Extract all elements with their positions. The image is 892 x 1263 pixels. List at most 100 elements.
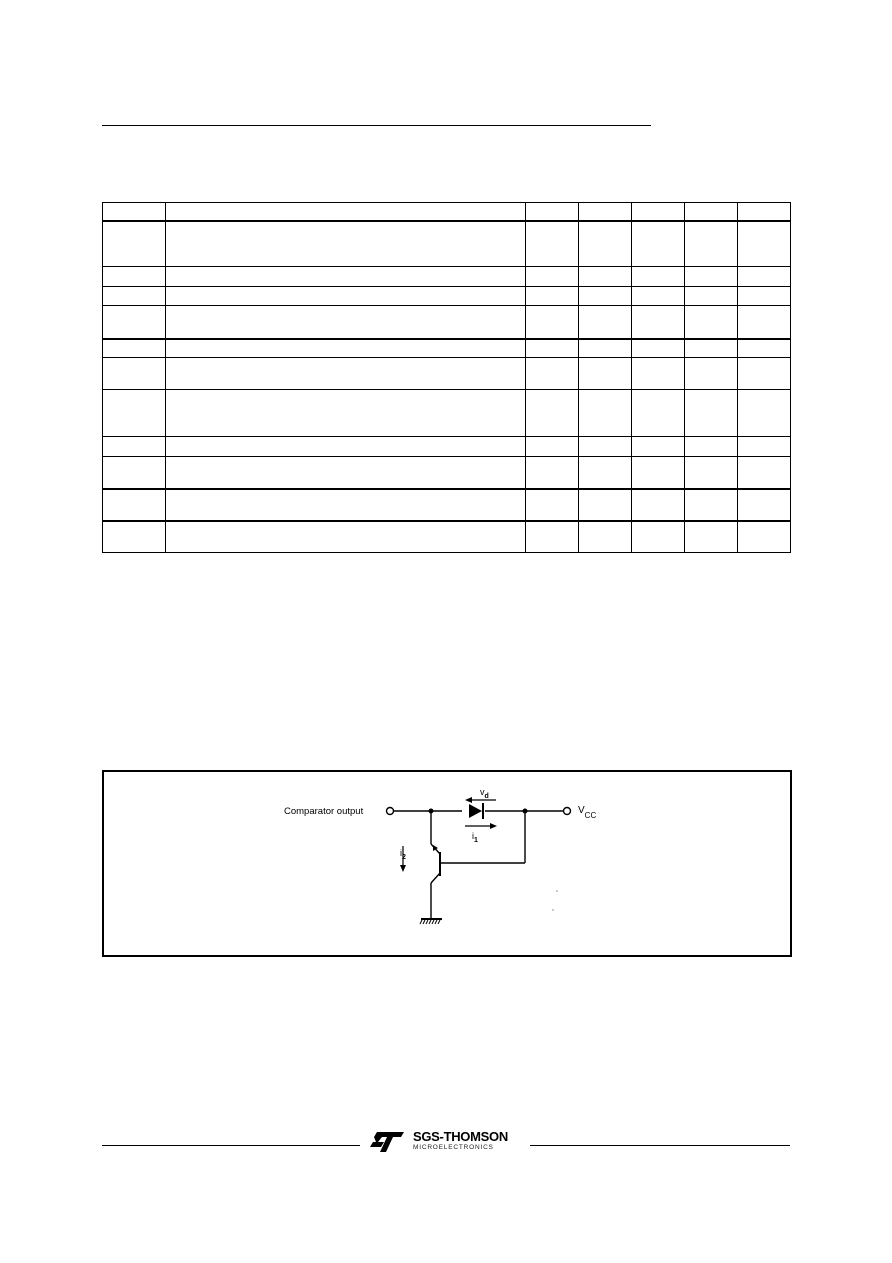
table-cell [684,266,738,287]
table-cell [684,202,738,222]
table-cell [102,456,166,490]
table-cell [165,338,526,358]
vcc-terminal [562,806,572,816]
table-cell [631,520,685,553]
comparator-output-label: Comparator output [284,806,364,817]
table-cell [165,456,526,490]
table-cell [684,488,738,522]
table-cell [631,202,685,222]
table-cell [737,436,791,457]
table-cell [684,389,738,437]
transistor-collector-lead [430,872,441,884]
table-cell [578,202,632,222]
table-cell [631,357,685,390]
transistor-arrow-icon [433,845,438,851]
table-row [102,456,791,490]
ground-hatch [419,919,441,925]
table-cell [578,266,632,287]
table-cell [102,357,166,390]
table-cell [102,436,166,457]
table-row [102,389,791,437]
table-row [102,338,791,358]
table-cell [102,266,166,287]
vd-arrowhead-icon [465,797,472,803]
table-row [102,520,791,553]
table-row [102,357,791,390]
table-cell [737,488,791,522]
electrical-characteristics-table [102,202,791,553]
table-row [102,202,791,222]
table-cell [684,357,738,390]
table-cell [102,220,166,267]
table-cell [631,338,685,358]
table-cell [102,305,166,340]
table-cell [525,266,579,287]
table-cell [578,488,632,522]
table-cell [631,436,685,457]
table-cell [525,202,579,222]
i1-arrowhead-icon [490,823,497,829]
table-cell [737,266,791,287]
table-cell [631,305,685,340]
table-cell [165,305,526,340]
table-cell [102,520,166,553]
table-cell [737,220,791,267]
table-cell [525,357,579,390]
table-cell [578,220,632,267]
speck [556,890,558,892]
footer-rule-right [530,1145,790,1146]
table-cell [631,286,685,306]
comparator-output-circuit: Comparator output VCC vd i1 [284,787,596,925]
table-cell [684,286,738,306]
table-cell [737,202,791,222]
table-row [102,436,791,457]
table-cell [578,338,632,358]
table-cell [684,456,738,490]
table-cell [631,389,685,437]
table-row [102,488,791,522]
table-cell [525,436,579,457]
table-cell [165,488,526,522]
table-cell [165,436,526,457]
table-cell [102,488,166,522]
table-cell [525,305,579,340]
i2-label: i2 [400,848,406,861]
table-cell [102,286,166,306]
table-cell [578,305,632,340]
table-cell [737,389,791,437]
table-cell [165,520,526,553]
speck [552,909,554,911]
vd-label: vd [480,787,489,800]
table-cell [578,389,632,437]
table-cell [684,220,738,267]
table-cell [165,202,526,222]
table-cell [684,436,738,457]
sgs-thomson-logo: SGS-THOMSON MICROELECTRONICS [369,1129,525,1155]
table-row [102,266,791,287]
table-cell [525,520,579,553]
table-row [102,286,791,306]
table-cell [165,389,526,437]
table-cell [165,286,526,306]
table-row [102,220,791,267]
table-cell [631,220,685,267]
table-cell [525,220,579,267]
table-cell [737,456,791,490]
header-rule [102,125,651,126]
table-cell [102,389,166,437]
table-cell [165,220,526,267]
st-logo-icon [370,1132,404,1152]
i1-label: i1 [472,831,478,844]
i2-arrowhead-icon [400,865,406,872]
table-cell [631,488,685,522]
brand-subtitle: MICROELECTRONICS [413,1144,494,1151]
table-cell [684,338,738,358]
table-cell [578,286,632,306]
table-cell [578,436,632,457]
table-cell [737,305,791,340]
footer-rule-left [102,1145,360,1146]
table-cell [737,520,791,553]
comparator-output-terminal [385,806,395,816]
diode-icon [469,804,482,818]
application-circuit-figure: Comparator output VCC vd i1 [102,770,792,957]
